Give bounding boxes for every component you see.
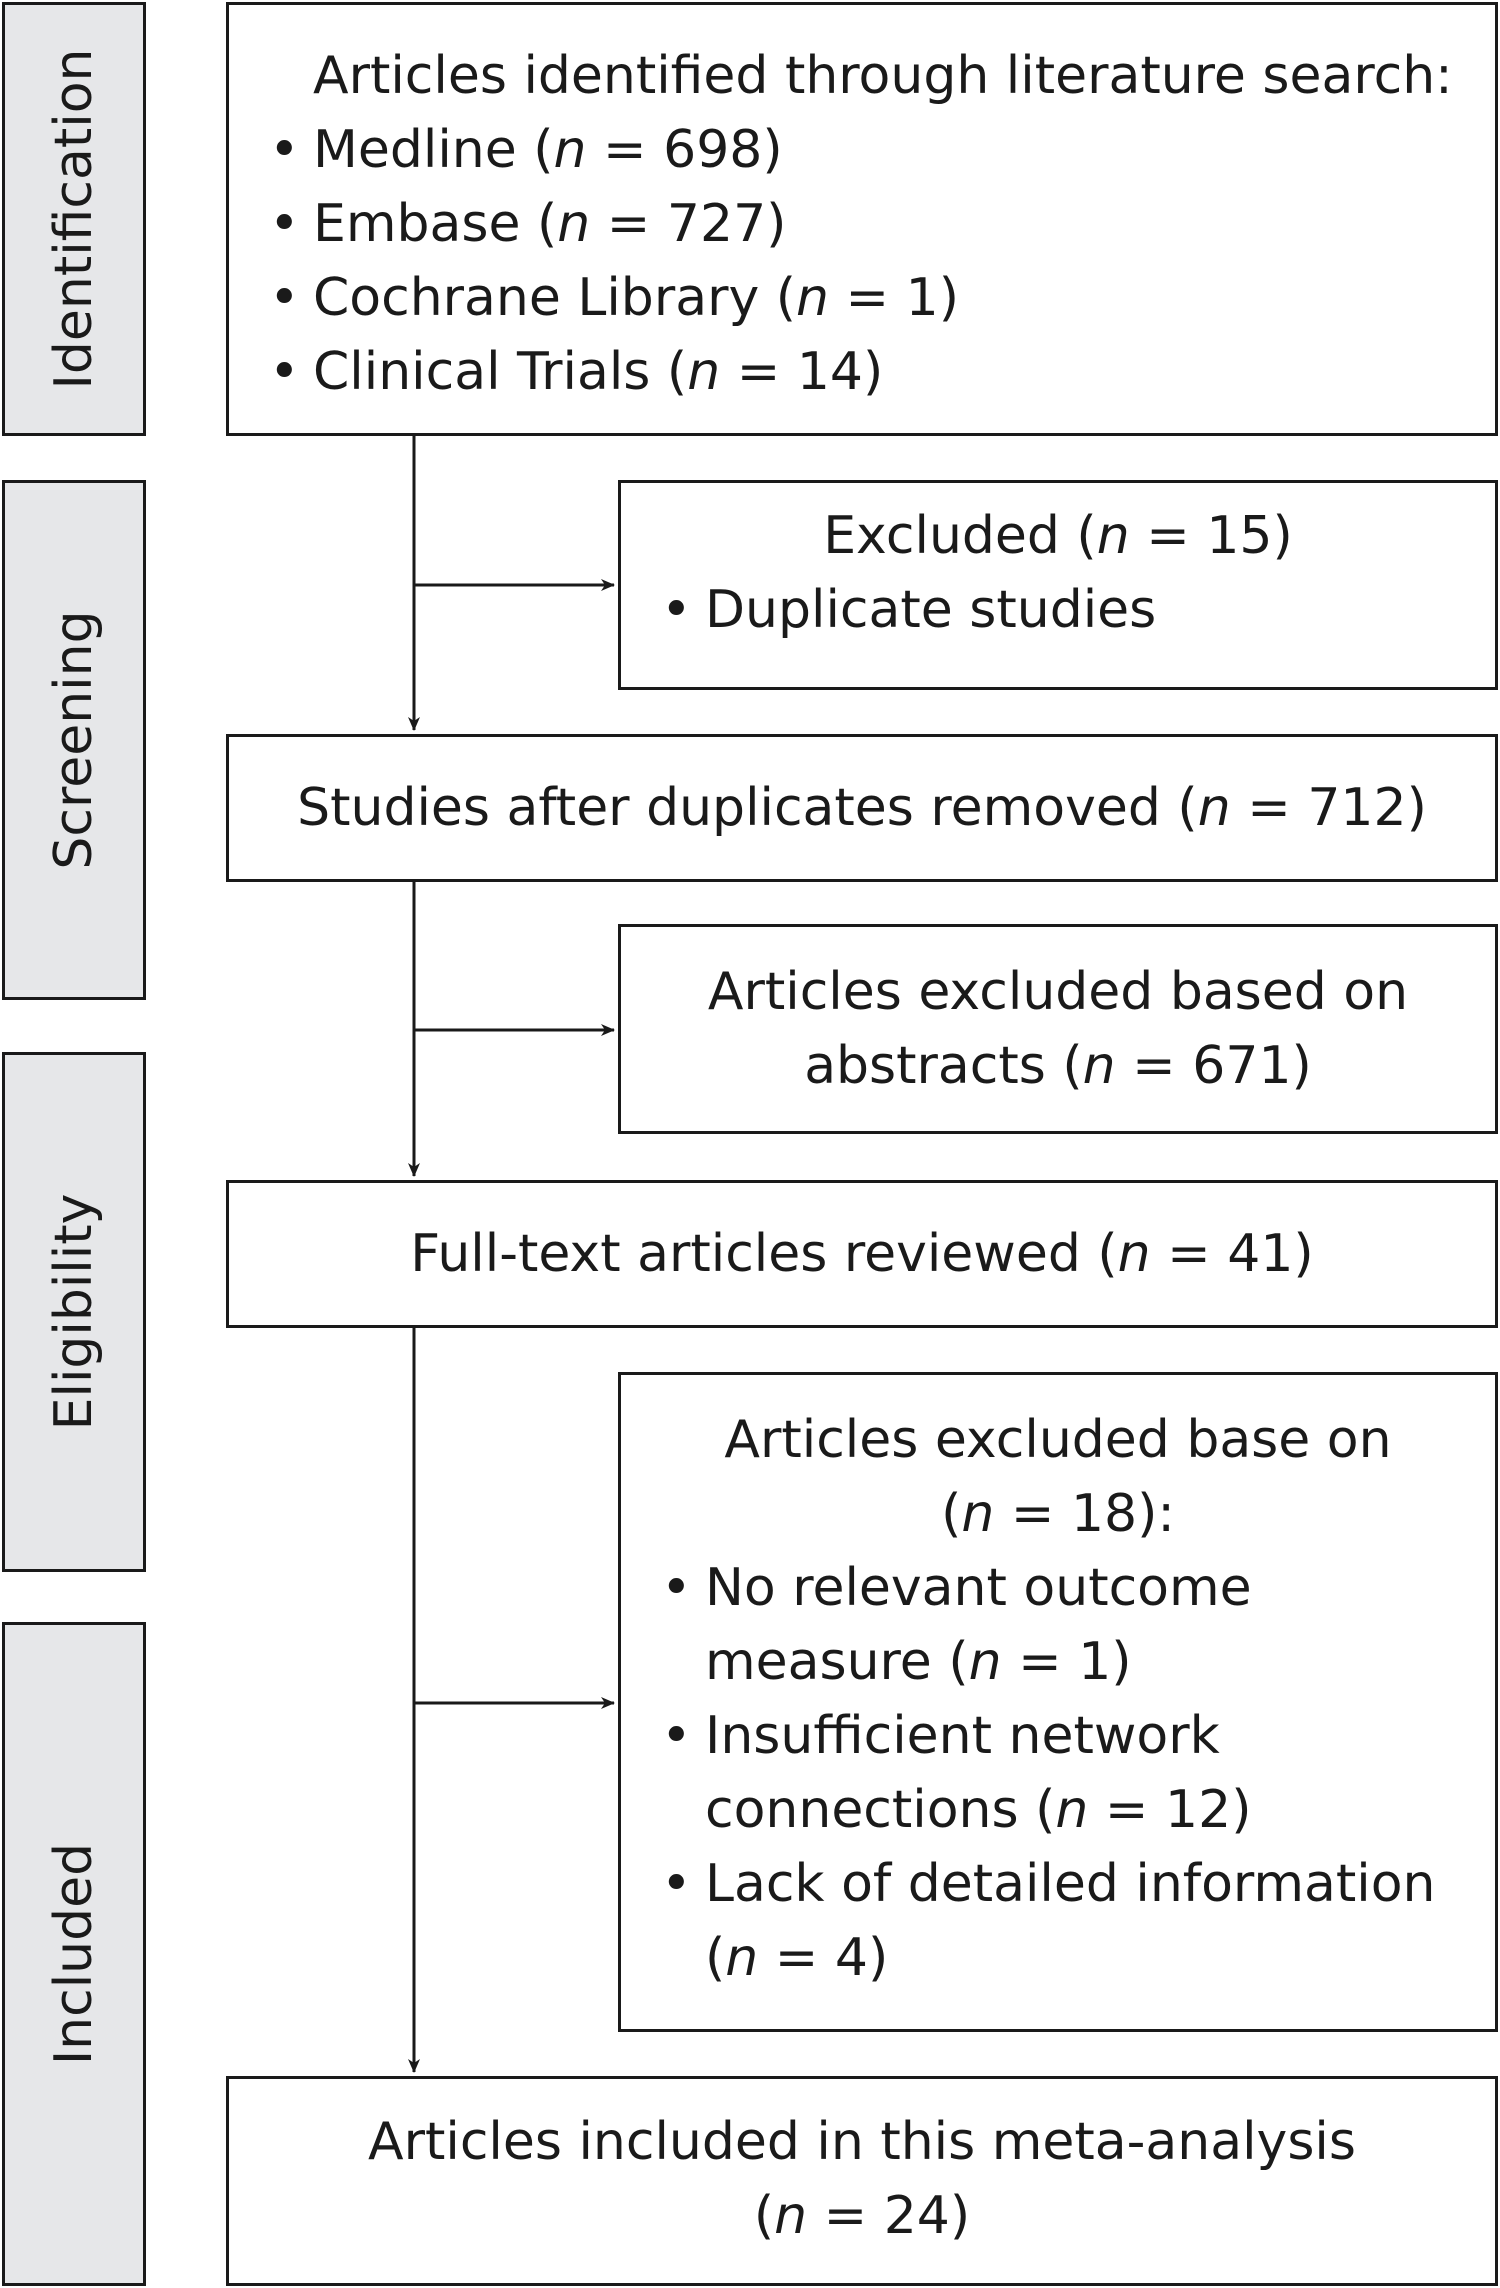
bullet: •: [661, 580, 692, 640]
list-item: • Cochrane Library (n = 1): [269, 261, 1495, 335]
bullet: •: [661, 1706, 692, 1766]
included-box: Articles included in this meta-analysis …: [226, 2076, 1498, 2286]
phase-identification: Identification: [2, 2, 146, 436]
excluded-duplicates-box: Excluded (n = 15) • Duplicate studies: [618, 480, 1498, 690]
phase-screening: Screening: [2, 480, 146, 1000]
excluded-abstracts-line2: abstracts (n = 671): [804, 1036, 1312, 1096]
after-duplicates-box: Studies after duplicates removed (n = 71…: [226, 734, 1498, 882]
phase-eligibility: Eligibility: [2, 1052, 146, 1572]
excluded-duplicates-title: Excluded (n = 15): [823, 506, 1293, 566]
identification-title: Articles identified through literature s…: [313, 46, 1453, 106]
list-item: • Lack of detailed information (n = 4): [661, 1847, 1495, 1995]
excluded-reasons-list: • No relevant outcome measure (n = 1) • …: [661, 1551, 1495, 1995]
identification-box: Articles identified through literature s…: [226, 2, 1498, 436]
excluded-duplicates-list: • Duplicate studies: [661, 573, 1495, 647]
list-item: • Embase (n = 727): [269, 187, 1495, 261]
list-item: • Medline (n = 698): [269, 113, 1495, 187]
fulltext-text: Full-text articles reviewed (n = 41): [410, 1224, 1314, 1284]
included-line2: (n = 24): [753, 2186, 971, 2246]
after-duplicates-text: Studies after duplicates removed (n = 71…: [297, 778, 1427, 838]
list-item: • Duplicate studies: [661, 573, 1495, 647]
bullet: •: [661, 1558, 692, 1618]
phase-included: Included: [2, 1622, 146, 2286]
bullet: •: [269, 120, 300, 180]
excluded-reasons-line1: Articles excluded base on: [724, 1410, 1392, 1470]
bullet: •: [661, 1854, 692, 1914]
list-item: • Insufficient network connections (n = …: [661, 1699, 1495, 1847]
excluded-reasons-box: Articles excluded base on (n = 18): • No…: [618, 1372, 1498, 2032]
fulltext-box: Full-text articles reviewed (n = 41): [226, 1180, 1498, 1328]
list-item: • No relevant outcome measure (n = 1): [661, 1551, 1495, 1699]
source-list: • Medline (n = 698) • Embase (n = 727) •…: [269, 113, 1495, 409]
included-line1: Articles included in this meta-analysis: [368, 2112, 1356, 2172]
excluded-abstracts-box: Articles excluded based on abstracts (n …: [618, 924, 1498, 1134]
bullet: •: [269, 268, 300, 328]
bullet: •: [269, 194, 300, 254]
bullet: •: [269, 342, 300, 402]
excluded-abstracts-line1: Articles excluded based on: [707, 962, 1409, 1022]
excluded-reasons-line2: (n = 18):: [941, 1484, 1175, 1544]
list-item: • Clinical Trials (n = 14): [269, 335, 1495, 409]
